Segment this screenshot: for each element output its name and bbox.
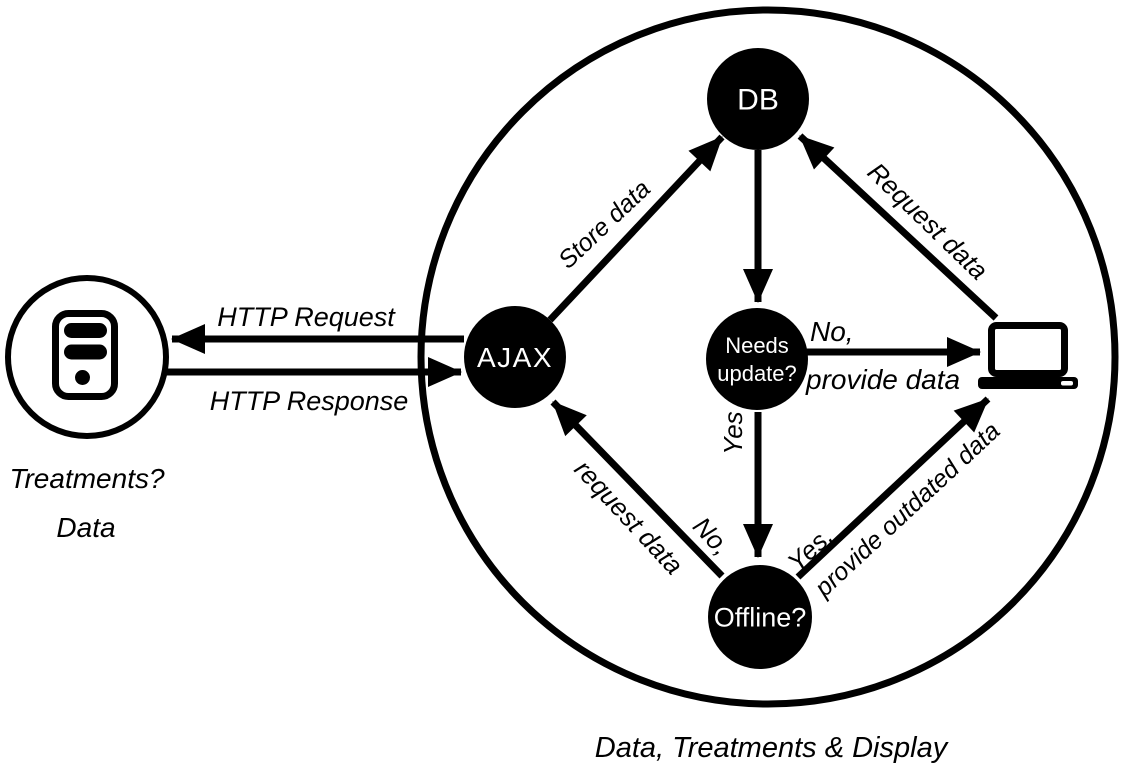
edge-label-provide-data: provide data: [805, 364, 960, 395]
edge-label-yes: Yes: [718, 411, 748, 454]
edge-yes-provide-outdated: [795, 396, 991, 580]
external-server-node: [5, 275, 169, 439]
edge-store-data: [547, 134, 725, 323]
server-icon: [52, 310, 118, 400]
node-needs-update: Needs update?: [706, 308, 808, 410]
node-offline: Offline?: [708, 565, 812, 669]
edge-request-data: [797, 133, 999, 321]
node-ajax: AJAX: [464, 306, 566, 408]
node-ajax-label: AJAX: [477, 342, 553, 373]
external-label-treatments: Treatments?: [9, 463, 165, 494]
edge-label-http-response: HTTP Response: [210, 386, 409, 416]
diagram-caption: Data, Treatments & Display: [595, 732, 949, 764]
node-db: DB: [707, 48, 809, 150]
laptop-icon: [978, 322, 1078, 389]
edge-no-request-data: [550, 399, 725, 579]
edge-label-no: No,: [810, 316, 854, 347]
node-db-label: DB: [737, 84, 779, 117]
edge-label-http-request: HTTP Request: [217, 302, 396, 332]
external-label-data: Data: [56, 512, 115, 543]
node-offline-label: Offline?: [714, 602, 807, 632]
node-needs-update-label-line2: update?: [717, 361, 797, 386]
node-needs-update-label-line1: Needs: [725, 333, 789, 358]
